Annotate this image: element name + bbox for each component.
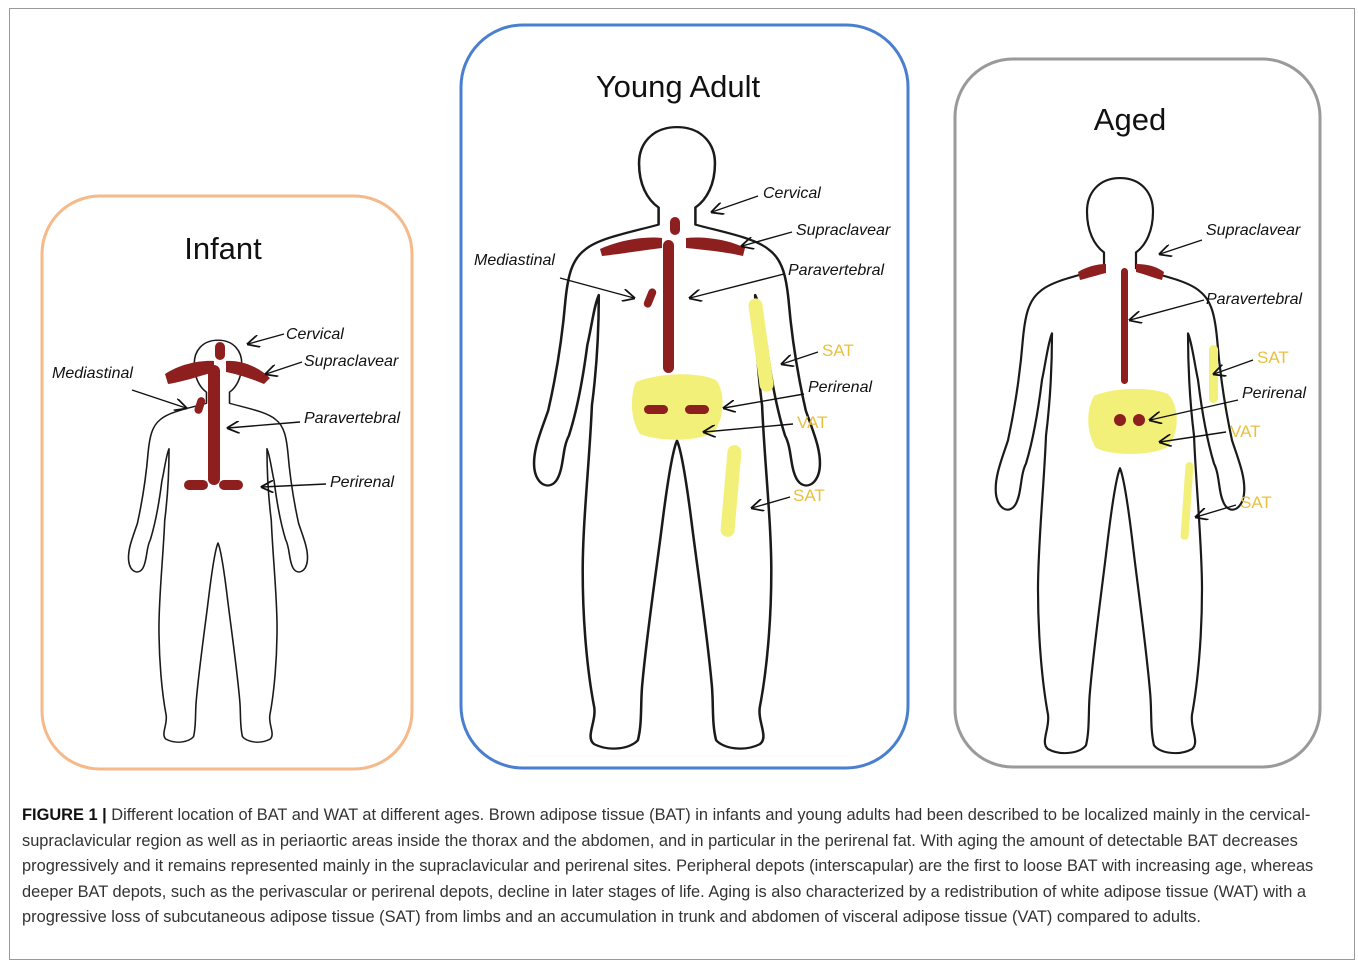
figure-caption-text: Different location of BAT and WAT at dif… (22, 806, 1313, 926)
young-adult-arrow-cervical (712, 196, 758, 212)
young-adult-title: Young Adult (596, 69, 761, 104)
aged-label-vat: VAT (1230, 422, 1261, 441)
infant-cervical-depot (215, 342, 225, 360)
aged-arrow-supraclavear (1160, 240, 1202, 254)
aged-perirenal-depot-right (1133, 414, 1145, 426)
infant-title: Infant (184, 231, 262, 266)
young-adult-label-cervical: Cervical (763, 185, 821, 202)
young-adult-label-perirenal: Perirenal (808, 379, 872, 396)
young-adult-perirenal-depot-right (685, 405, 709, 414)
infant-label-mediastinal: Mediastinal (52, 365, 133, 382)
infant-label-paravertebral: Paravertebral (304, 410, 400, 427)
infant-perirenal-depot-left (184, 480, 208, 490)
infant-arrow-perirenal (262, 484, 326, 487)
young-adult-paravertebral-depot (663, 240, 674, 373)
aged-vat (1088, 389, 1177, 454)
infant-label-supraclavear: Supraclavear (304, 353, 399, 370)
young-adult-label-paravertebral: Paravertebral (788, 262, 884, 279)
young-adult-label-supraclavear: Supraclavear (796, 222, 891, 239)
aged-label-supraclavear: Supraclavear (1206, 222, 1301, 239)
aged-body-outline (996, 178, 1245, 753)
young-adult-perirenal-depot-left (644, 405, 668, 414)
infant-label-cervical: Cervical (286, 326, 344, 343)
aged-paravertebral-depot (1121, 268, 1128, 384)
aged-label-perirenal: Perirenal (1242, 385, 1306, 402)
aged-label-paravertebral: Paravertebral (1206, 291, 1302, 308)
figure-illustration: Infant Cervical Supraclavear Mediastinal… (0, 0, 1358, 800)
figure-caption-label: FIGURE 1 | (22, 806, 107, 824)
aged-label-sat-arm: SAT (1257, 348, 1289, 367)
aged-perirenal-depot-left (1114, 414, 1126, 426)
infant-arrow-mediastinal (132, 390, 186, 408)
aged-label-sat-leg: SAT (1240, 493, 1272, 512)
young-adult-label-vat: VAT (797, 413, 828, 432)
panel-young-adult: Young Adult Cervical Supraclavear Medias… (461, 25, 908, 768)
aged-sat-arm (1209, 345, 1218, 403)
infant-arrow-cervical (248, 334, 284, 344)
panel-aged: Aged Supraclavear Paravertebral SAT Peri… (955, 59, 1320, 767)
young-adult-label-sat-leg: SAT (793, 486, 825, 505)
figure-caption: FIGURE 1 | Different location of BAT and… (22, 803, 1340, 931)
aged-title: Aged (1094, 102, 1166, 137)
young-adult-label-mediastinal: Mediastinal (474, 252, 555, 269)
panel-infant: Infant Cervical Supraclavear Mediastinal… (42, 196, 412, 769)
infant-paravertebral-depot (208, 365, 220, 485)
young-adult-cervical-depot (670, 217, 680, 235)
infant-perirenal-depot-right (219, 480, 243, 490)
infant-label-perirenal: Perirenal (330, 474, 394, 491)
infant-arrow-supraclavear (266, 362, 302, 374)
aged-arrow-sat-leg (1196, 505, 1236, 517)
young-adult-label-sat-arm: SAT (822, 341, 854, 360)
